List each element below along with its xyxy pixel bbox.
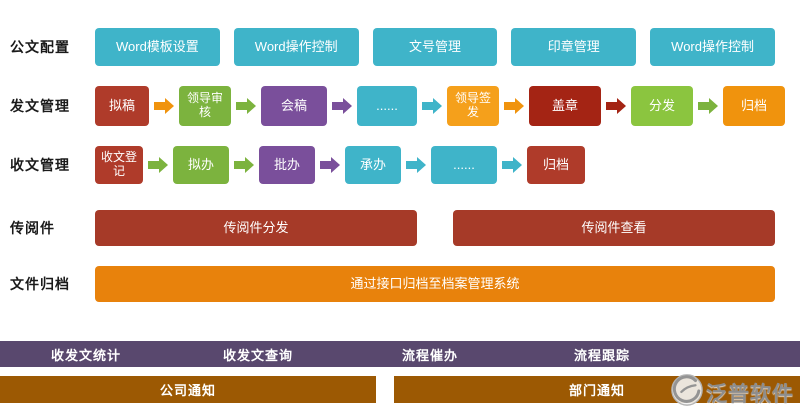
- flow-arrow-icon: [236, 98, 256, 114]
- flow-step-register: 收文登记: [95, 146, 143, 184]
- archive-row: 文件归档 通过接口归档至档案管理系统: [0, 266, 800, 302]
- config-items: Word模板设置 Word操作控制 文号管理 印章管理 Word操作控制: [95, 28, 775, 66]
- stats-item-send-receive-count: 收发文统计: [50, 347, 121, 363]
- circulation-items: 传阅件分发 传阅件查看: [95, 210, 775, 246]
- flow-arrow-icon: [422, 98, 442, 114]
- watermark-logo-icon: [670, 373, 704, 412]
- watermark: 泛普软件: [670, 373, 794, 412]
- flow-step-approve: 批办: [259, 146, 315, 184]
- circulation-bar-view: 传阅件查看: [453, 210, 775, 246]
- outgoing-flow: 拟稿 领导审核 会稿 ...... 领导签发 盖章 分发 归档: [95, 86, 800, 126]
- row-label-archive: 文件归档: [10, 276, 70, 292]
- flow-step-leader-signoff: 领导签发: [447, 86, 499, 126]
- stats-item-process-remind: 流程催办: [401, 347, 458, 363]
- flow-arrow-icon: [332, 98, 352, 114]
- row-label-circulation: 传阅件: [10, 220, 55, 236]
- flow-step-distribute: 分发: [631, 86, 693, 126]
- stats-bar: 收发文统计 收发文查询 流程催办 流程跟踪: [0, 341, 800, 367]
- flow-step-ellipsis-in: ......: [431, 146, 497, 184]
- circulation-row: 传阅件 传阅件分发 传阅件查看: [0, 210, 800, 246]
- flow-arrow-icon: [698, 98, 718, 114]
- flow-step-proposed: 拟办: [173, 146, 229, 184]
- flow-arrow-icon: [154, 98, 174, 114]
- flow-arrow-icon: [320, 157, 340, 173]
- config-button-seal: 印章管理: [511, 28, 637, 66]
- notice-bar-company: 公司通知: [0, 376, 376, 403]
- row-label-incoming: 收文管理: [10, 157, 70, 173]
- config-button-word-control-2: Word操作控制: [650, 28, 775, 66]
- row-label-outgoing: 发文管理: [10, 98, 70, 114]
- archive-bar: 通过接口归档至档案管理系统: [95, 266, 775, 302]
- config-button-doc-number: 文号管理: [372, 28, 498, 66]
- row-label-config: 公文配置: [10, 39, 70, 55]
- flow-step-draft: 拟稿: [95, 86, 149, 126]
- flow-step-stamp: 盖章: [529, 86, 601, 126]
- flow-arrow-icon: [606, 98, 626, 114]
- flow-arrow-icon: [502, 157, 522, 173]
- flow-arrow-icon: [234, 157, 254, 173]
- flow-step-archive-out: 归档: [723, 86, 785, 126]
- config-button-word-control-1: Word操作控制: [233, 28, 359, 66]
- stats-item-process-track: 流程跟踪: [573, 347, 630, 363]
- stats-items: 收发文统计 收发文查询 流程催办 流程跟踪: [0, 345, 688, 364]
- notice-bar-department: 部门通知: [394, 376, 800, 403]
- incoming-flow-row: 收文管理 收文登记 拟办 批办 承办 ...... 归档: [0, 146, 800, 184]
- flow-step-joint-draft: 会稿: [261, 86, 327, 126]
- flow-step-undertake: 承办: [345, 146, 401, 184]
- circulation-bar-distribute: 传阅件分发: [95, 210, 417, 246]
- watermark-text: 泛普软件: [706, 382, 794, 406]
- config-row: 公文配置 Word模板设置 Word操作控制 文号管理 印章管理 Word操作控…: [0, 28, 800, 66]
- stats-item-send-receive-query: 收发文查询: [222, 347, 293, 363]
- flow-step-archive-in: 归档: [527, 146, 585, 184]
- incoming-flow: 收文登记 拟办 批办 承办 ...... 归档: [95, 146, 585, 184]
- flow-step-leader-review: 领导审核: [179, 86, 231, 126]
- config-button-word-template: Word模板设置: [95, 28, 220, 66]
- outgoing-flow-row: 发文管理 拟稿 领导审核 会稿 ...... 领导签发 盖章 分发 归档: [0, 86, 800, 126]
- flow-arrow-icon: [504, 98, 524, 114]
- flow-step-ellipsis: ......: [357, 86, 417, 126]
- flow-arrow-icon: [148, 157, 168, 173]
- flow-arrow-icon: [406, 157, 426, 173]
